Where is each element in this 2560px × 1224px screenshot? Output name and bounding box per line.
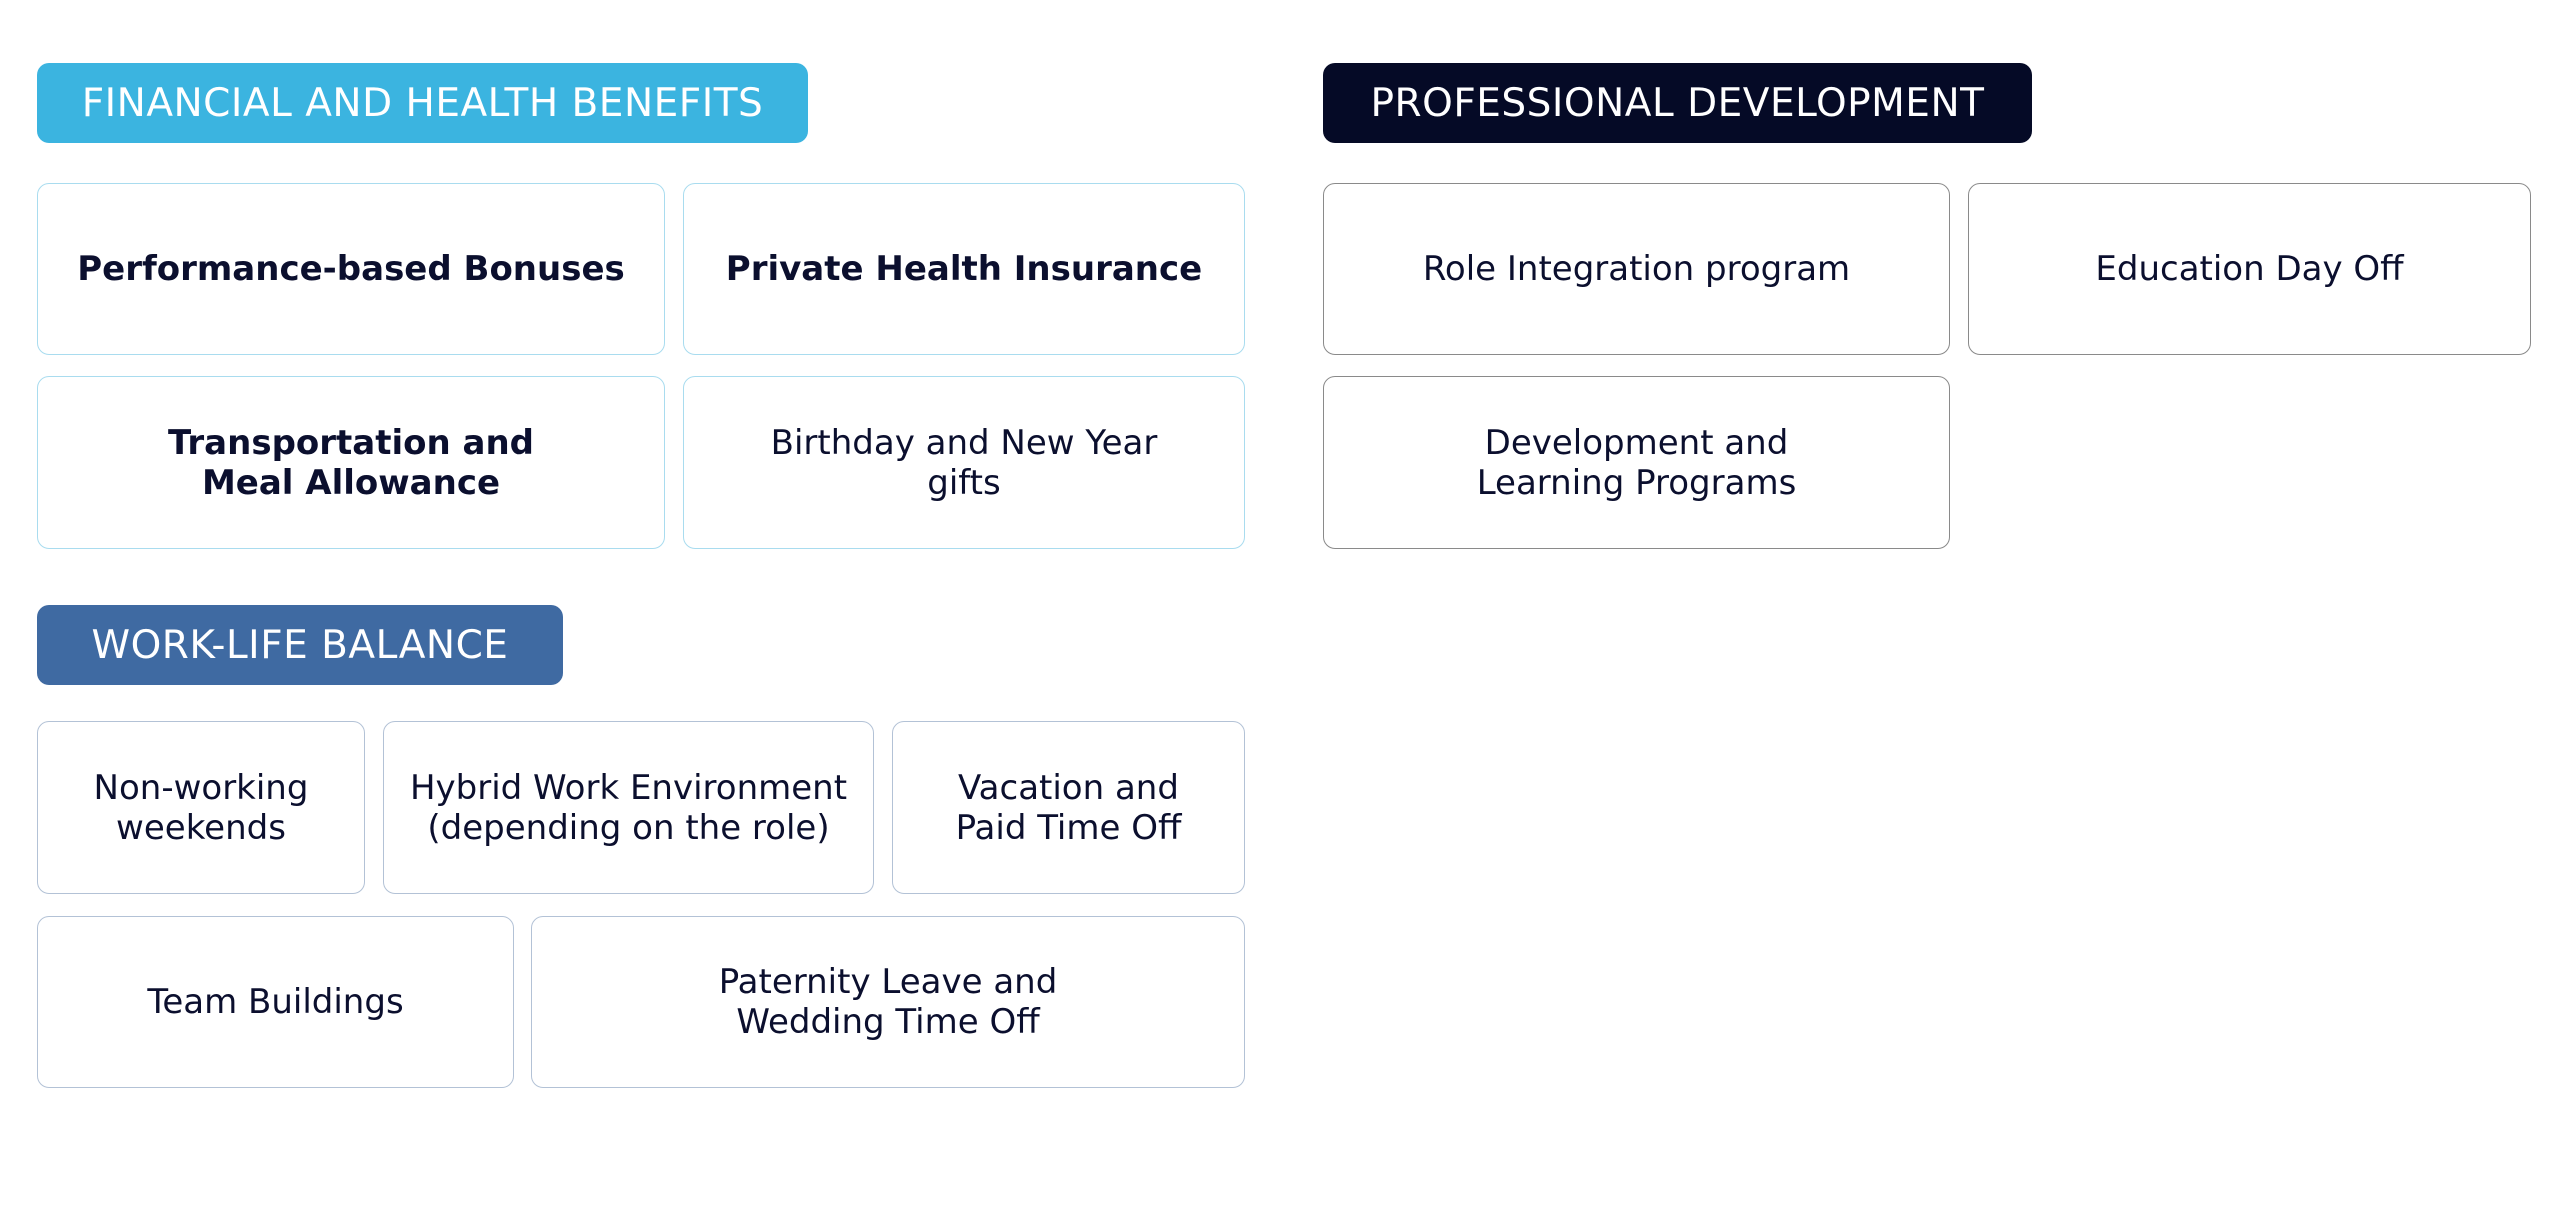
benefit-card-private-health-insurance: Private Health Insurance (683, 183, 1245, 355)
work-life-balance-header: WORK-LIFE BALANCE (37, 605, 563, 685)
benefit-card-hybrid-work-environment: Hybrid Work Environment (depending on th… (383, 721, 874, 894)
benefit-card-birthday-new-year-gifts: Birthday and New Year gifts (683, 376, 1245, 549)
benefit-card-non-working-weekends: Non-working weekends (37, 721, 365, 894)
benefit-card-paternity-leave-wedding-time-off: Paternity Leave and Wedding Time Off (531, 916, 1245, 1088)
benefit-card-performance-bonuses: Performance-based Bonuses (37, 183, 665, 355)
benefit-card-role-integration-program: Role Integration program (1323, 183, 1950, 355)
benefit-card-education-day-off: Education Day Off (1968, 183, 2531, 355)
benefit-card-vacation-paid-time-off: Vacation and Paid Time Off (892, 721, 1245, 894)
benefit-card-transportation-meal-allowance: Transportation and Meal Allowance (37, 376, 665, 549)
benefit-card-team-buildings: Team Buildings (37, 916, 514, 1088)
professional-development-header: PROFESSIONAL DEVELOPMENT (1323, 63, 2032, 143)
benefit-card-development-learning-programs: Development and Learning Programs (1323, 376, 1950, 549)
financial-health-benefits-header: FINANCIAL AND HEALTH BENEFITS (37, 63, 808, 143)
